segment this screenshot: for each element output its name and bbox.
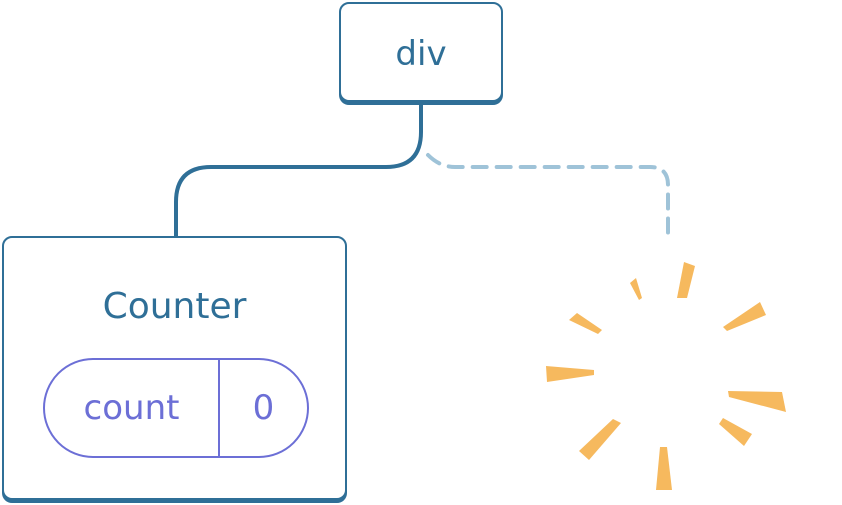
state-name: count [83, 388, 180, 428]
div-node: div [339, 2, 503, 102]
counter-node: Counter count 0 [2, 236, 347, 500]
burst-icon [546, 262, 786, 490]
state-divider [218, 360, 220, 456]
tree-connector [174, 101, 423, 240]
counter-node-label: Counter [102, 286, 247, 327]
state-pill: count 0 [43, 358, 309, 458]
removed-connector [426, 153, 670, 240]
div-node-label: div [395, 34, 447, 74]
state-value: 0 [252, 388, 275, 428]
